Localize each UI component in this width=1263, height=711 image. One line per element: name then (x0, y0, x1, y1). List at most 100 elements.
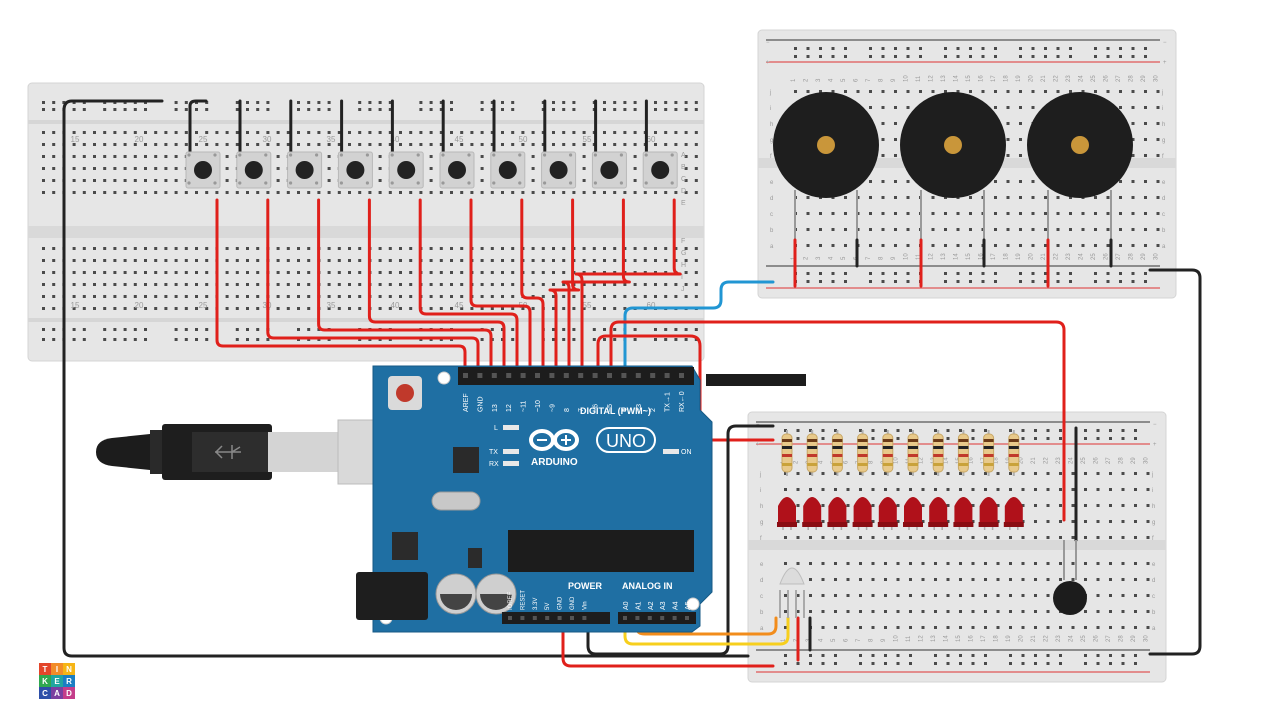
header-pin[interactable] (520, 616, 525, 620)
pushbutton-icon[interactable] (388, 151, 424, 189)
header-pin[interactable] (582, 616, 587, 620)
hole (1046, 437, 1050, 440)
pushbutton-icon[interactable] (591, 151, 627, 189)
pushbutton-icon[interactable] (642, 151, 678, 189)
hole (327, 108, 331, 111)
wire[interactable] (367, 198, 506, 380)
hole (894, 196, 897, 199)
header-pin[interactable] (621, 373, 627, 378)
hole (1009, 472, 1012, 475)
breadboard-bottom-right[interactable]: 1122334455667788991010111112121313141415… (747, 411, 1167, 683)
wire[interactable] (561, 618, 775, 668)
header-pin[interactable] (679, 373, 684, 378)
hole (684, 167, 688, 170)
digital-header[interactable] (463, 373, 684, 378)
hole (809, 654, 812, 657)
header-pin[interactable] (549, 373, 555, 378)
hole (994, 106, 997, 109)
wires[interactable] (62, 99, 1202, 668)
header-pin[interactable] (535, 373, 540, 378)
wire[interactable] (266, 198, 480, 380)
arduino-uno-board[interactable]: UNO ARDUINO DIGITAL (PWM~) POWER ANALOG … (356, 365, 713, 633)
header-pin[interactable] (635, 616, 640, 620)
header-pin[interactable] (660, 616, 665, 620)
pushbutton-icon[interactable] (185, 151, 221, 189)
pushbutton-icon[interactable] (490, 151, 526, 189)
header-pin[interactable] (607, 373, 612, 378)
led-icon[interactable] (802, 497, 823, 530)
buzzers[interactable] (773, 92, 1133, 240)
hole (684, 179, 688, 182)
led-icon[interactable] (1003, 497, 1024, 530)
led-icon[interactable] (777, 497, 797, 530)
row-letter: e (770, 180, 774, 186)
header-pin[interactable] (532, 616, 537, 620)
header-pin[interactable] (563, 373, 569, 378)
header-pin[interactable] (477, 373, 483, 378)
hole (859, 626, 862, 629)
wire[interactable] (623, 280, 775, 380)
hole (348, 247, 351, 250)
hole (235, 307, 239, 310)
wire[interactable] (609, 320, 1066, 522)
hole (276, 179, 280, 182)
rgb-led-icon[interactable] (779, 567, 805, 618)
wire[interactable] (623, 616, 790, 646)
header-pin[interactable] (491, 373, 497, 378)
wire[interactable] (561, 198, 631, 380)
header-pin[interactable] (635, 373, 641, 378)
wire[interactable] (548, 198, 581, 380)
led-icon[interactable] (978, 497, 999, 530)
hole (72, 259, 76, 262)
resistor-icon (882, 430, 894, 476)
wire[interactable] (215, 198, 467, 380)
pushbutton-icon[interactable] (439, 151, 475, 189)
header-pin[interactable] (592, 373, 598, 378)
wire[interactable] (520, 198, 545, 380)
pushbuttons[interactable] (185, 151, 678, 189)
wire[interactable] (574, 198, 682, 380)
led-icon[interactable] (827, 497, 848, 530)
led-icon[interactable] (877, 497, 898, 530)
header-pin[interactable] (664, 373, 670, 378)
led-icon[interactable] (852, 497, 873, 530)
hole (1034, 520, 1037, 523)
wire[interactable] (469, 198, 532, 380)
header-pin[interactable] (685, 616, 689, 620)
wire[interactable] (586, 468, 730, 656)
pushbutton-icon[interactable] (287, 151, 323, 189)
led-icon[interactable] (903, 497, 923, 530)
led-icon[interactable] (953, 497, 974, 530)
header-pin[interactable] (508, 616, 512, 620)
header-pin[interactable] (570, 616, 574, 620)
header-pin[interactable] (647, 616, 652, 620)
power-header[interactable] (508, 616, 587, 620)
wire[interactable] (317, 198, 493, 380)
microphone-icon[interactable] (1053, 540, 1087, 615)
header-pin[interactable] (557, 616, 562, 620)
wire[interactable] (188, 99, 208, 164)
analog-header[interactable] (623, 616, 689, 620)
hole (1131, 122, 1135, 125)
header-pin[interactable] (520, 373, 526, 378)
header-pin[interactable] (672, 616, 677, 620)
pushbutton-icon[interactable] (236, 151, 272, 189)
header-pin[interactable] (506, 373, 512, 378)
header-pin[interactable] (623, 616, 627, 620)
header-pin[interactable] (545, 616, 550, 620)
header-pin[interactable] (650, 373, 656, 378)
wire[interactable] (1148, 268, 1202, 656)
header-pin[interactable] (463, 373, 468, 378)
leds[interactable] (777, 497, 1024, 530)
wire[interactable] (418, 198, 519, 380)
pushbutton-icon[interactable] (337, 151, 373, 189)
pushbutton-icon[interactable] (541, 151, 577, 189)
led-icon[interactable] (928, 497, 949, 530)
wire[interactable] (726, 424, 775, 472)
hole (562, 295, 566, 298)
wire[interactable] (62, 99, 750, 658)
hole (894, 138, 897, 141)
row-letter: b (1152, 610, 1156, 616)
header-pin[interactable] (578, 373, 584, 378)
